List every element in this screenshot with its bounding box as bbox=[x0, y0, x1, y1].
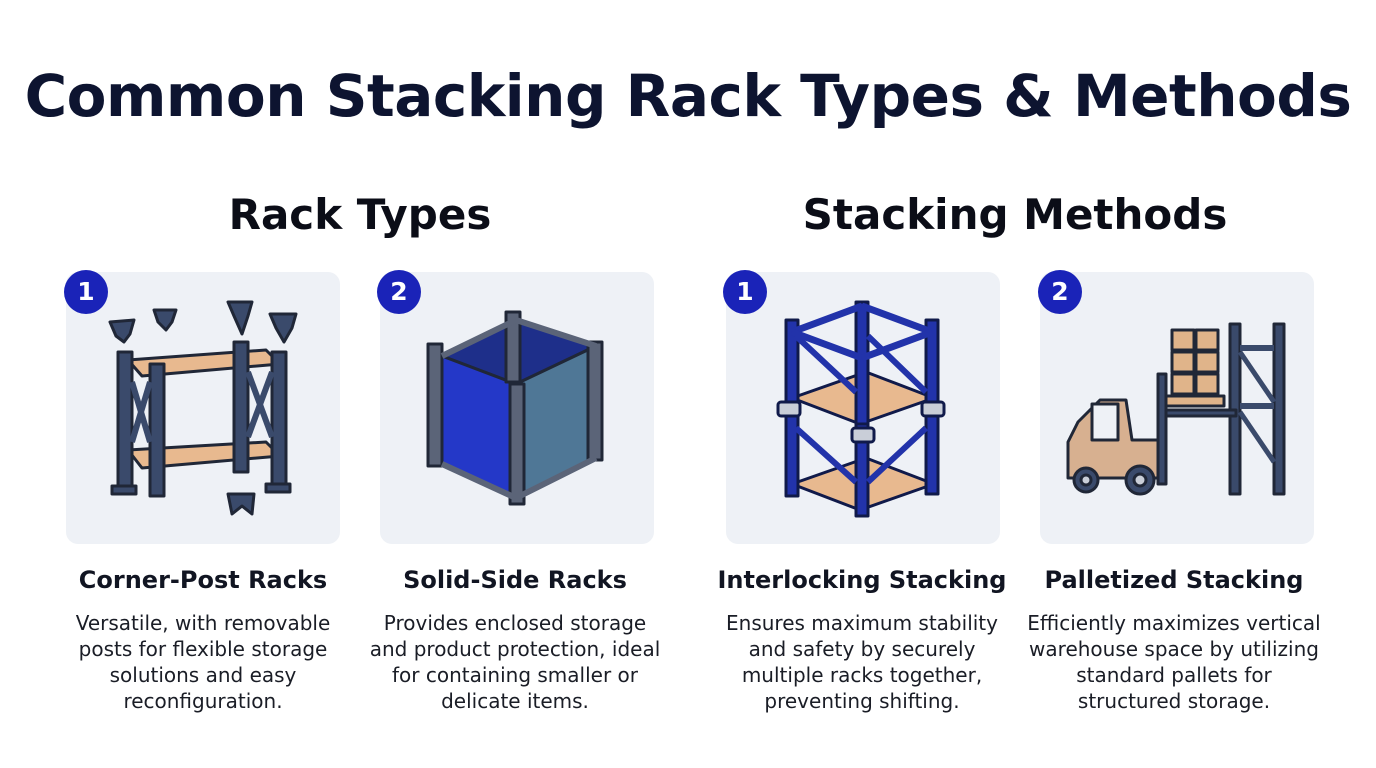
step-badge-4: 2 bbox=[1038, 270, 1082, 314]
step-badge-1: 1 bbox=[64, 270, 108, 314]
item-title-interlocking-stacking: Interlocking Stacking bbox=[717, 566, 1007, 594]
item-description-palletized-stacking: Efficiently maximizes vertical warehouse… bbox=[1027, 611, 1321, 713]
corner-post-rack-icon bbox=[108, 300, 298, 516]
card-palletized-stacking bbox=[1040, 272, 1314, 544]
item-description-corner-post-racks: Versatile, with removable posts for flex… bbox=[75, 611, 331, 713]
item-description-solid-side-racks: Provides enclosed storage and product pr… bbox=[369, 611, 661, 713]
card-interlocking-stacking bbox=[726, 272, 1000, 544]
item-title-palletized-stacking: Palletized Stacking bbox=[1044, 566, 1304, 594]
section-heading-rack-types: Rack Types bbox=[228, 190, 492, 239]
main-title: Common Stacking Rack Types & Methods bbox=[24, 62, 1352, 130]
card-solid-side-racks bbox=[380, 272, 654, 544]
section-heading-stacking-methods: Stacking Methods bbox=[802, 190, 1228, 239]
item-title-solid-side-racks: Solid-Side Racks bbox=[403, 566, 627, 594]
forklift-pallet-rack-icon bbox=[1066, 322, 1286, 496]
step-badge-2: 2 bbox=[377, 270, 421, 314]
item-title-corner-post-racks: Corner-Post Racks bbox=[78, 566, 328, 594]
interlocking-stack-icon bbox=[776, 300, 946, 518]
card-corner-post-racks bbox=[66, 272, 340, 544]
step-badge-3: 1 bbox=[723, 270, 767, 314]
item-description-interlocking-stacking: Ensures maximum stability and safety by … bbox=[726, 611, 998, 713]
solid-side-rack-icon bbox=[426, 310, 604, 506]
